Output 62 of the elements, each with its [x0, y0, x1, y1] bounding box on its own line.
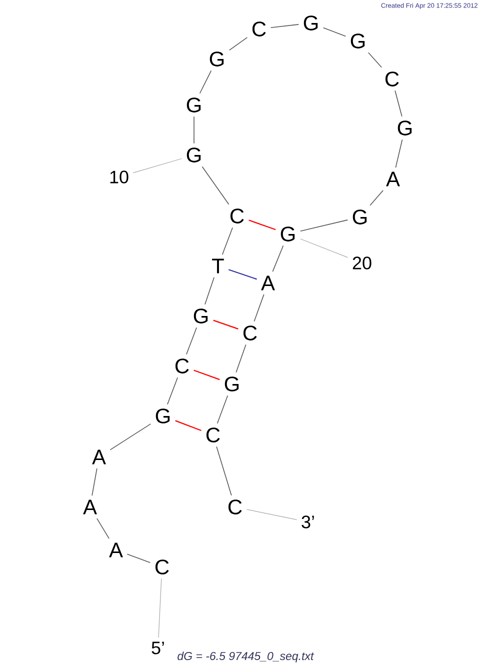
base-letter: G [350, 34, 365, 48]
base-letter: C [230, 208, 244, 224]
base-letter: C [252, 22, 266, 36]
base-pair-line [248, 220, 276, 230]
backbone-line [368, 52, 382, 68]
backbone-line [92, 468, 98, 496]
backbone-line [300, 220, 348, 232]
base-letter: C [175, 358, 189, 374]
base-letter: C [243, 326, 257, 340]
backbone-line [322, 27, 346, 37]
base-letter: G [280, 226, 295, 242]
backbone-line [167, 377, 178, 405]
backbone-line [216, 446, 232, 496]
backbone-line [270, 24, 300, 28]
backbone-line [395, 139, 403, 168]
base-letter: C [228, 500, 242, 514]
end-label: 3’ [302, 516, 314, 528]
caption: dG = -6.5 97445_0_seq.txt [178, 652, 314, 662]
end-label: 5’ [152, 642, 164, 654]
base-letter: G [156, 408, 170, 424]
position-number: 10 [110, 170, 128, 184]
base-letter: G [194, 308, 208, 324]
backbone-line [222, 227, 233, 255]
backbone-line [96, 518, 110, 539]
base-letter: G [224, 376, 239, 392]
base-letter: C [385, 72, 399, 86]
base-letter: T [212, 258, 224, 274]
backbone-line [199, 70, 212, 94]
base-letter: G [304, 16, 318, 30]
backbone-line [272, 245, 284, 272]
leader-line [158, 578, 162, 638]
base-pair-line [175, 420, 202, 432]
backbone-line [216, 395, 228, 424]
position-number: 20 [352, 256, 372, 270]
base-letter: C [206, 428, 220, 442]
base-letter: G [186, 148, 201, 162]
backbone-line [394, 90, 402, 117]
base-letter: C [155, 560, 169, 574]
base-letter: A [261, 276, 275, 290]
base-letter: G [186, 98, 201, 112]
leader-line [132, 158, 182, 174]
base-letter: G [210, 52, 224, 66]
backbone-line [228, 37, 248, 51]
backbone-line [254, 294, 264, 322]
base-pair-line [213, 320, 238, 330]
base-letter: A [92, 450, 106, 464]
leader-line [300, 238, 348, 258]
backbone-line [236, 344, 246, 373]
backbone-line [202, 166, 230, 205]
base-letter: A [109, 542, 123, 558]
base-letter: G [352, 210, 367, 224]
leader-line [246, 509, 298, 520]
backbone-line [186, 327, 197, 355]
backbone-line [370, 190, 384, 206]
base-letter: G [398, 120, 412, 136]
backbone-line [204, 277, 215, 305]
base-letter: A [386, 172, 400, 186]
base-letter: A [83, 500, 97, 514]
backbone-line [126, 554, 151, 564]
base-pair-line [228, 269, 257, 280]
backbone-line [110, 424, 152, 450]
base-pair-line [194, 370, 220, 380]
